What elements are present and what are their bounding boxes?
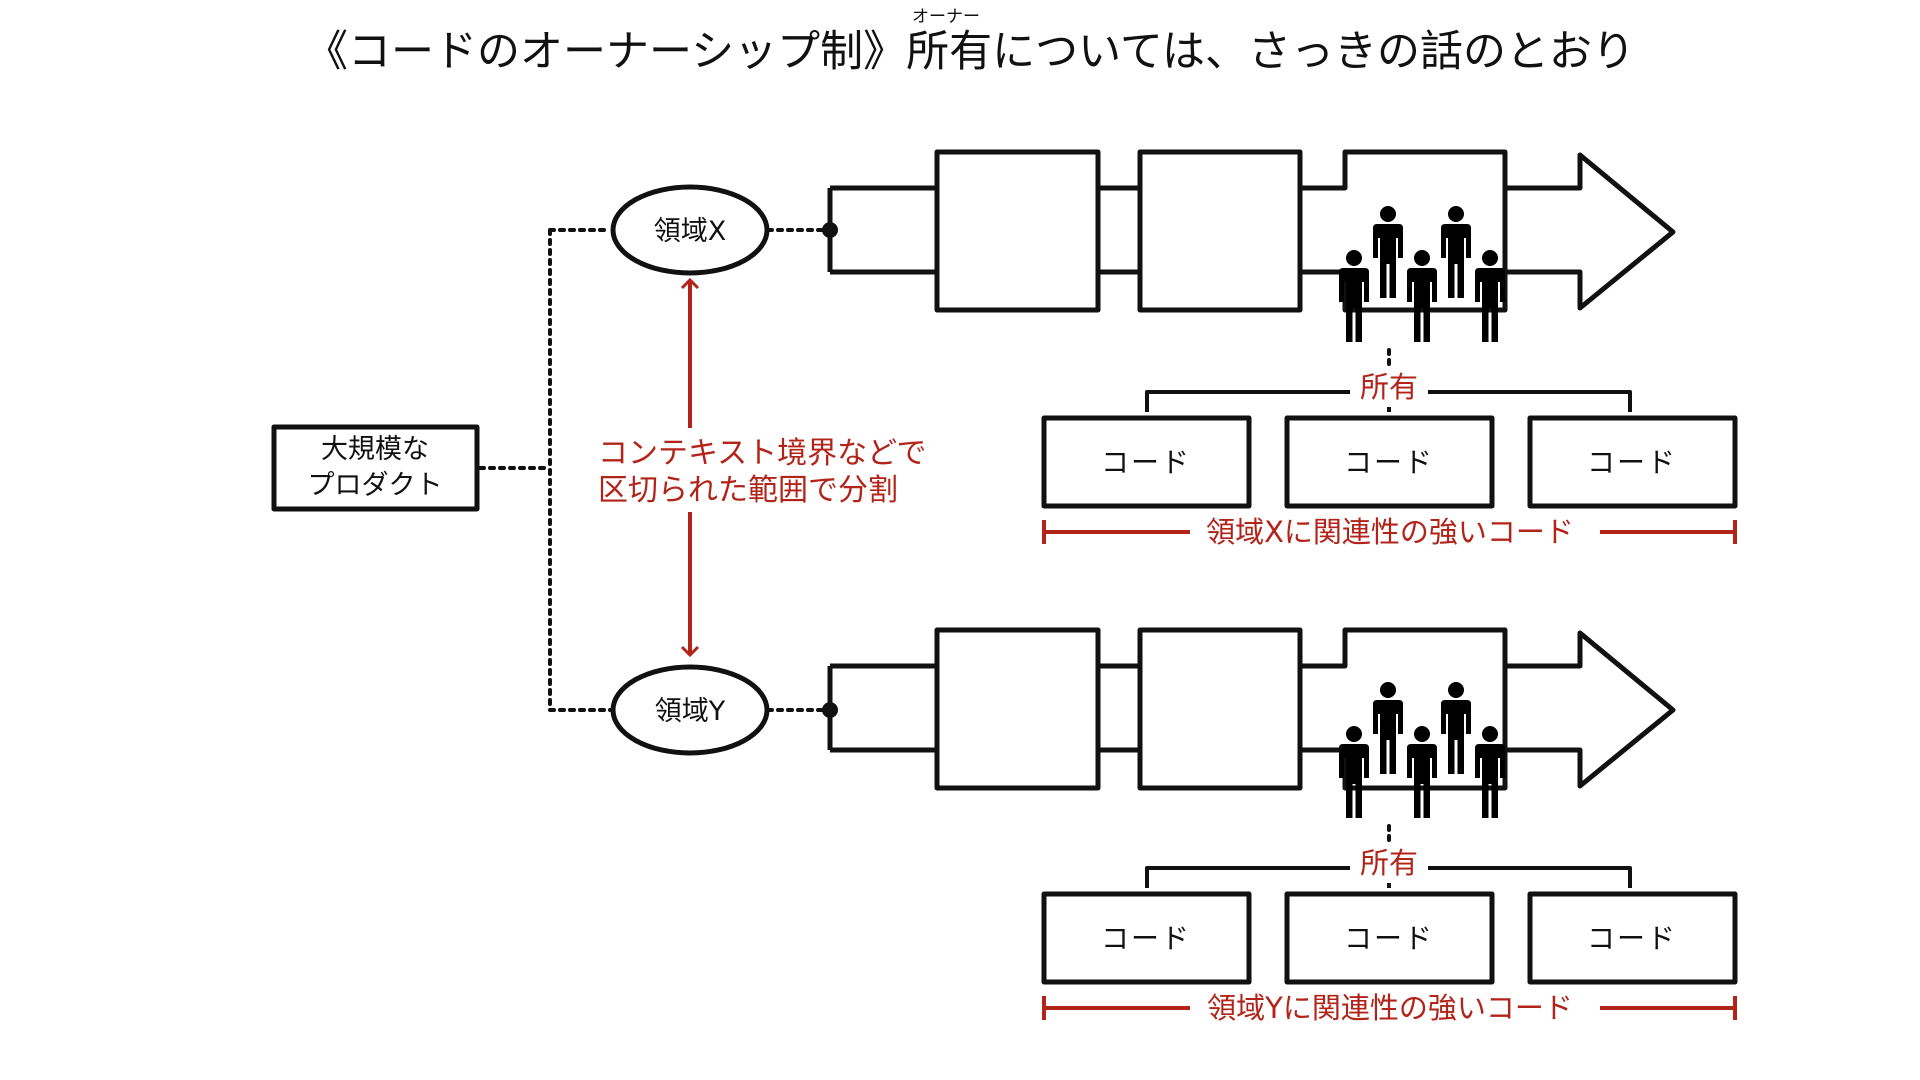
pipeline-y-arrowhead [1505,630,1676,789]
title-ruby: オーナー [912,7,980,27]
product-label-line1: 大規模な [321,434,429,465]
product-box [271,424,480,512]
pipeline-x-stage-2 [1137,149,1303,313]
split-note-bg [592,428,966,512]
page-title: 《コードのオーナーシップ制》所有については、さっきの話のとおり [305,27,1635,77]
related-y-span: 領域Yに関連性の強いコード [1042,991,1737,1025]
pipeline-x-link-1 [1098,185,1140,275]
pipeline-y-link-1 [1098,663,1140,753]
code-x-box-1 [1041,415,1252,509]
code-y-box-2 [1284,891,1495,985]
code-x-box-3 [1527,415,1738,509]
related-y-span-line [1042,996,1737,1020]
code-y-box-3 [1527,891,1738,985]
ownership-y-tree: 所有 [1145,824,1632,888]
ownership-y-label-bg [1350,843,1428,883]
code-x-label-3: コード [1587,446,1677,479]
domain-y: 領域Y 所有 コード コード [610,627,1738,1025]
pipeline-y-shaft [827,663,937,753]
ownership-x-tree: 所有 [1145,348,1632,412]
team-y-people-icon [1339,682,1505,818]
split-annotation: コンテキスト境界などで 区切られた範囲で分割 [592,277,966,658]
domain-y-label: 領域Y [655,696,726,727]
code-y-label-3: コード [1587,922,1677,955]
pipeline-y-stage-1 [934,627,1101,791]
related-x-span-line [1042,520,1737,544]
code-y-label-1: コード [1101,922,1191,955]
ownership-y-label: 所有 [1360,846,1418,880]
pipeline-x-shaft [827,185,937,275]
code-y-row: コード コード コード [1041,891,1738,985]
code-x-label-2: コード [1344,446,1434,479]
related-x-span: 領域Xに関連性の強いコード [1042,515,1737,549]
domain-y-pipeline [827,627,1676,791]
team-x-people-icon [1339,206,1505,342]
ownership-x-label: 所有 [1360,370,1418,404]
split-note-line2: 区切られた範囲で分割 [598,473,898,508]
title-group: オーナー 《コードのオーナーシップ制》所有については、さっきの話のとおり [305,7,1635,77]
product-node: 大規模な プロダクト [271,424,480,512]
code-y-box-1 [1041,891,1252,985]
product-connectors [478,228,614,712]
pipeline-x-stage-1 [934,149,1101,313]
code-y-label-2: コード [1344,922,1434,955]
ownership-x-label-bg [1350,367,1428,407]
related-y-label: 領域Yに関連性の強いコード [1207,991,1573,1025]
code-x-box-2 [1284,415,1495,509]
pipeline-x-arrowhead [1505,152,1676,311]
domain-x-pipeline [827,149,1676,313]
related-x-label: 領域Xに関連性の強いコード [1206,515,1574,549]
code-x-row: コード コード コード [1041,415,1738,509]
domain-x-label: 領域X [654,216,727,247]
code-x-label-1: コード [1101,446,1191,479]
domain-x: 領域X 所有 コード コード [610,149,1738,549]
pipeline-y-stage-2 [1137,627,1303,791]
split-note-line1: コンテキスト境界などで [598,436,927,471]
product-label-line2: プロダクト [308,470,443,501]
